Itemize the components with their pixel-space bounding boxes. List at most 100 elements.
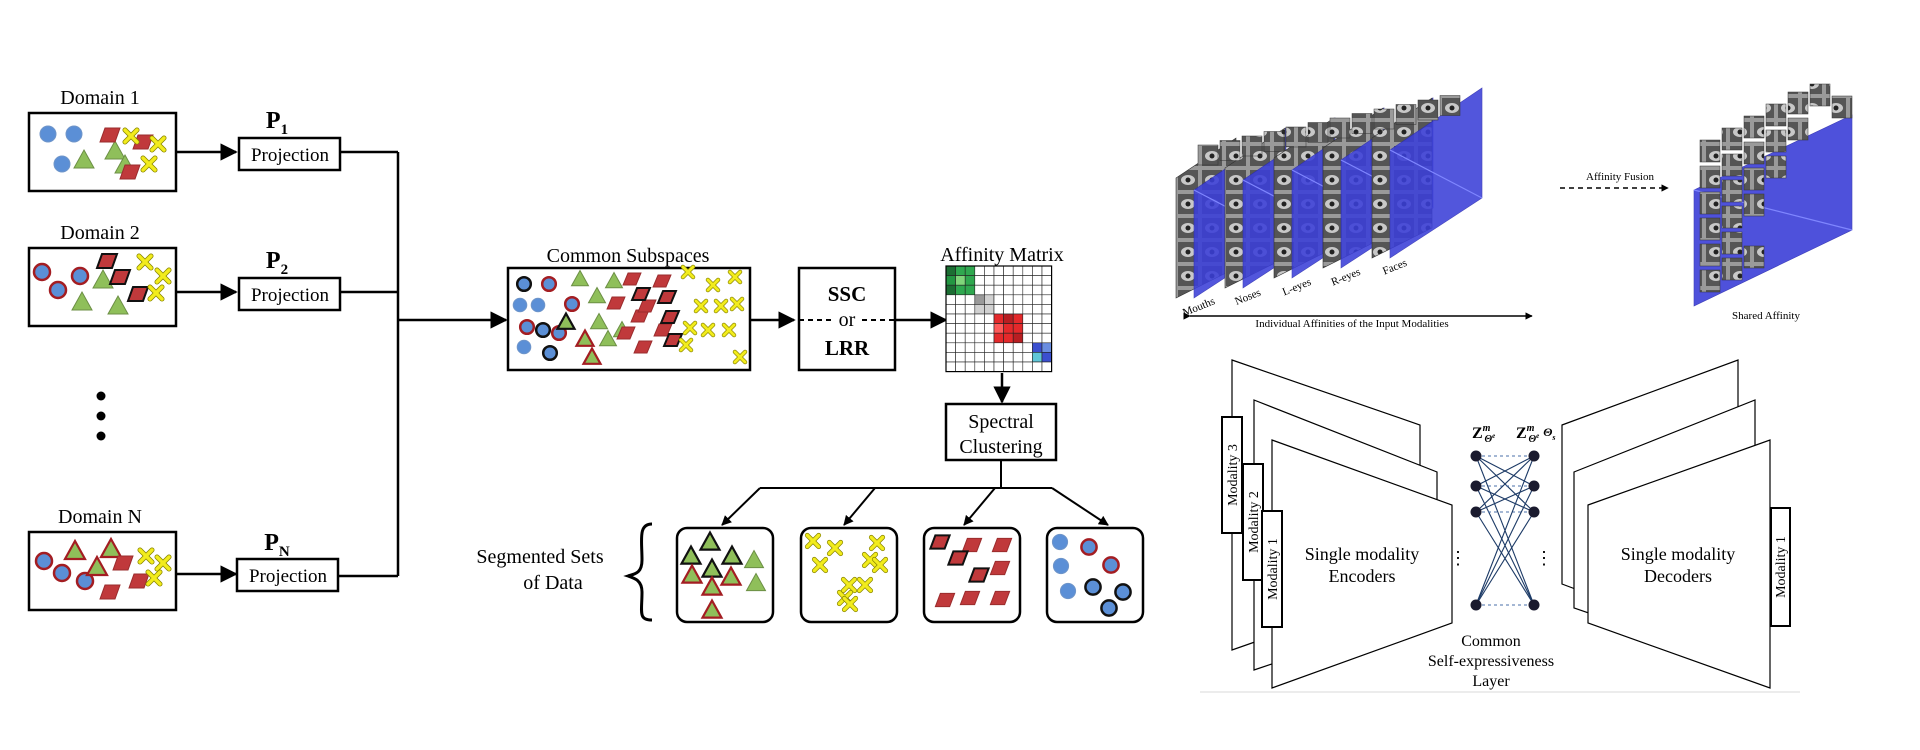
affinity-cell — [993, 361, 1004, 372]
modality-name-1: Noses — [1233, 287, 1262, 308]
parallelogram-point — [659, 310, 681, 324]
deep-multimodal-network: Modality 3 Modality 2 Modality 1 Single … — [1200, 359, 1800, 693]
affinity-cell — [945, 323, 956, 334]
circle-point — [515, 275, 533, 293]
circle-point — [1080, 538, 1098, 556]
affinity-cell — [974, 332, 985, 344]
decoder-node — [1528, 480, 1540, 492]
cross-point — [868, 534, 886, 552]
circle-point — [75, 571, 95, 591]
affinity-cell — [974, 352, 985, 363]
parallelogram-point — [633, 340, 653, 354]
affinity-cell — [1041, 304, 1052, 315]
triangle-point — [555, 311, 577, 330]
face-thumb — [1263, 131, 1285, 152]
face-thumb — [1439, 95, 1461, 116]
affinity-cell — [984, 275, 995, 286]
decoder-node — [1528, 506, 1540, 518]
circle-point — [32, 262, 52, 282]
circle-point — [70, 266, 90, 286]
affinity-cell — [984, 361, 995, 372]
self-expressive-edge — [1475, 485, 1535, 513]
domain-1-box — [27, 111, 178, 193]
shared-face-thumb — [1699, 165, 1721, 189]
common-line-1: Common — [1461, 633, 1521, 650]
cross-point — [680, 264, 696, 280]
face-thumb — [1373, 108, 1395, 130]
face-thumb — [1417, 99, 1439, 121]
affinity-cell — [984, 352, 995, 363]
triangle-point — [700, 598, 724, 619]
affinity-cell — [1012, 304, 1024, 315]
affinity-cell — [964, 284, 976, 296]
cross-point — [804, 532, 822, 550]
circle-point — [1051, 533, 1069, 551]
affinity-cell — [984, 265, 995, 276]
affinity-cell — [1032, 265, 1043, 276]
affinity-cell — [1012, 342, 1024, 353]
affinity-cell — [1003, 275, 1014, 286]
triangle-point — [570, 269, 590, 287]
affinity-cell — [955, 342, 966, 353]
common-line-3: Layer — [1472, 673, 1510, 690]
circle-point — [1100, 599, 1118, 617]
affinity-cell — [964, 332, 976, 344]
cross-point — [811, 556, 829, 574]
shared-face-thumb — [1721, 231, 1743, 255]
segmented-line-2: of Data — [523, 572, 583, 594]
affinity-cell — [1003, 265, 1014, 276]
affinity-cell — [984, 323, 995, 334]
affinity-cell — [945, 265, 956, 276]
cross-point — [149, 135, 167, 153]
triangle-point — [71, 290, 93, 311]
parallelogram-point — [126, 286, 150, 302]
affinity-cell — [1003, 304, 1014, 315]
circle-point — [540, 275, 558, 293]
shared-face-thumb — [1743, 245, 1765, 269]
method-or: or — [839, 309, 856, 331]
affinity-cell — [964, 265, 976, 276]
shared-face-thumb — [1743, 193, 1765, 217]
modality-1-label: Modality 1 — [1266, 538, 1281, 600]
affinity-diagonal — [1389, 149, 1483, 199]
decoder-modality-1-label: Modality 1 — [1774, 536, 1789, 598]
affinity-cell — [974, 275, 985, 286]
affinity-cell — [1022, 352, 1033, 363]
cross-point — [732, 349, 748, 365]
face-thumb — [1395, 104, 1417, 125]
affinity-cell — [955, 323, 966, 334]
parallelogram-point — [961, 537, 983, 553]
affinity-cell — [1041, 284, 1052, 296]
affinity-cell — [964, 275, 976, 286]
parallelogram-point — [967, 567, 991, 583]
affinity-cell — [964, 342, 976, 353]
shared-face-thumb — [1721, 127, 1743, 151]
affinity-cell — [955, 332, 966, 344]
affinity-cell — [993, 304, 1004, 315]
triangle-point — [92, 268, 114, 289]
triangle-point — [720, 544, 744, 565]
self-expressive-edge — [1475, 511, 1535, 606]
face-thumb — [1219, 140, 1241, 161]
triangle-point — [85, 554, 109, 577]
affinity-cell — [1032, 294, 1043, 305]
decoder-line-2: Decoders — [1644, 566, 1712, 586]
self-expressive-edge — [1475, 455, 1535, 513]
projection-1-box — [237, 136, 342, 172]
affinity-cell — [1032, 352, 1043, 363]
individual-caption: Individual Affinities of the Input Modal… — [1255, 318, 1448, 330]
affinity-cell — [1012, 361, 1024, 372]
affinity-cell — [1022, 342, 1033, 353]
affinity-cell — [1041, 294, 1052, 305]
triangle-point — [743, 549, 765, 569]
affinity-cell — [1041, 265, 1052, 276]
parallelogram-point — [656, 290, 678, 304]
shared-face-thumb — [1699, 243, 1721, 267]
common-subspaces-shapes — [512, 264, 748, 365]
affinity-cell — [955, 304, 966, 315]
modality-2-label: Modality 2 — [1247, 491, 1262, 553]
circle-point — [512, 297, 528, 313]
affinity-cell — [955, 265, 966, 276]
affinity-matrix-title: Affinity Matrix — [940, 244, 1064, 266]
